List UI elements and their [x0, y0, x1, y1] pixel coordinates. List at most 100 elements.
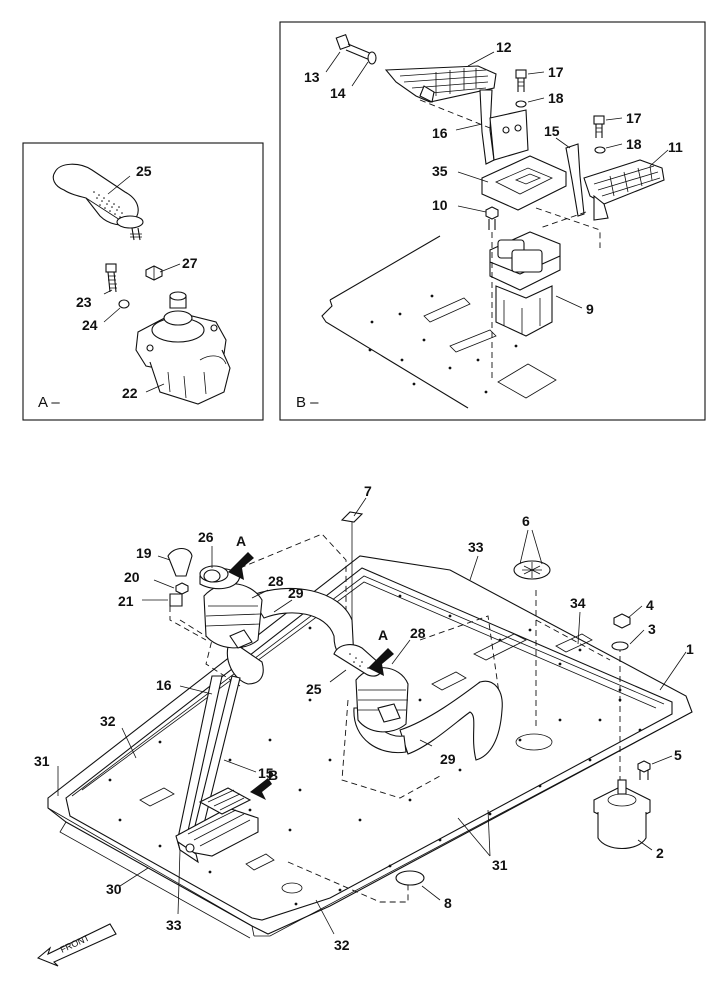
bolt-17b [593, 115, 605, 138]
inset-a-tag: A – [38, 394, 60, 411]
label-3: 3 [648, 621, 656, 637]
nut-4 [613, 613, 631, 629]
main-leaders [57, 497, 687, 935]
bolt-13 [335, 33, 373, 61]
grommet-8 [395, 870, 425, 886]
washer-24 [118, 299, 130, 309]
label-11: 11 [668, 139, 683, 155]
plug-26 [203, 569, 221, 583]
label-18b: 18 [626, 136, 642, 152]
bracket-16 [479, 89, 529, 165]
washer-3 [611, 641, 629, 651]
dashed-routes [179, 533, 621, 903]
bolt-10 [485, 206, 499, 230]
label-18a: 18 [548, 90, 564, 106]
bracket-15 [565, 143, 585, 217]
washer-18a [515, 100, 527, 108]
plate-7 [340, 511, 364, 523]
label-25b: 25 [306, 681, 322, 697]
label-13: 13 [304, 69, 320, 85]
label-10: 10 [432, 197, 448, 213]
label-17a: 17 [548, 64, 564, 80]
label-2: 2 [656, 845, 664, 861]
label-5: 5 [674, 747, 682, 763]
pedal-12 [384, 65, 497, 103]
cover-35 [481, 155, 567, 211]
inset-b-tag: B – [296, 394, 319, 411]
floor-pedals [175, 787, 259, 864]
label-31b: 31 [492, 857, 508, 873]
view-arrow-b: B [250, 767, 278, 800]
washer-14 [367, 51, 377, 65]
label-22: 22 [122, 385, 138, 401]
label-20: 20 [124, 569, 140, 585]
label-28a: 28 [268, 573, 284, 589]
inset-b-leaders [325, 51, 669, 309]
label-8: 8 [444, 895, 452, 911]
washer-18b [594, 146, 606, 154]
pedal-valve-9 [489, 231, 561, 337]
view-arrow-a1: A [228, 533, 254, 580]
label-16a: 16 [432, 125, 448, 141]
label-7: 7 [364, 483, 372, 499]
pedal-11 [583, 159, 665, 221]
mat-edge [81, 581, 657, 791]
label-4: 4 [646, 597, 654, 613]
label-28b: 28 [410, 625, 426, 641]
bolt-17a [515, 69, 527, 92]
inset-a-leaders [103, 175, 181, 393]
label-15a: 15 [544, 123, 560, 139]
inset-b-guides [419, 99, 601, 380]
pilot-valve-22 [135, 291, 231, 405]
view-arrow-a1-label: A [236, 533, 246, 549]
label-32b: 32 [334, 937, 350, 953]
floor-plate [47, 555, 693, 939]
label-16b: 16 [156, 677, 172, 693]
label-27: 27 [182, 255, 198, 271]
label-25-inset: 25 [136, 163, 152, 179]
label-17b: 17 [626, 110, 642, 126]
guide-19-26 [169, 606, 207, 641]
label-30: 30 [106, 881, 122, 897]
inset-a-frame [22, 142, 264, 421]
label-31a: 31 [34, 753, 50, 769]
nut-20 [175, 582, 189, 595]
view-arrow-a2-label: A [378, 627, 388, 643]
cap-6 [513, 560, 551, 580]
label-26: 26 [198, 529, 214, 545]
nut-27 [145, 265, 163, 281]
label-24: 24 [82, 317, 98, 333]
label-21: 21 [118, 593, 134, 609]
label-33b: 33 [166, 917, 182, 933]
label-29b: 29 [440, 751, 456, 767]
main-assembly: A A B FRONT [34, 483, 694, 967]
label-14: 14 [330, 85, 346, 101]
view-arrow-a2: A [368, 627, 394, 676]
bolt-5 [637, 760, 651, 780]
label-33a: 33 [468, 539, 484, 555]
front-arrow: FRONT [36, 923, 117, 967]
label-12: 12 [496, 39, 512, 55]
label-6: 6 [522, 513, 530, 529]
damper-2 [593, 779, 651, 849]
label-35: 35 [432, 163, 448, 179]
view-arrow-b-label: B [268, 767, 278, 783]
handle-19 [167, 547, 193, 577]
bolt-23 [105, 263, 117, 293]
label-9: 9 [586, 301, 594, 317]
inset-a: A – [22, 142, 264, 421]
plug-21 [169, 593, 183, 607]
inset-b-frame [279, 21, 706, 421]
hose-29-left [226, 587, 355, 685]
label-19: 19 [136, 545, 152, 561]
label-23: 23 [76, 294, 92, 310]
label-32a: 32 [100, 713, 116, 729]
label-15b: 15 [258, 765, 274, 781]
label-34: 34 [570, 595, 586, 611]
floor-plate-section [321, 235, 557, 409]
label-1: 1 [686, 641, 694, 657]
label-29a: 29 [288, 585, 304, 601]
joystick-grip [52, 163, 144, 241]
inset-b: B – [279, 21, 706, 421]
